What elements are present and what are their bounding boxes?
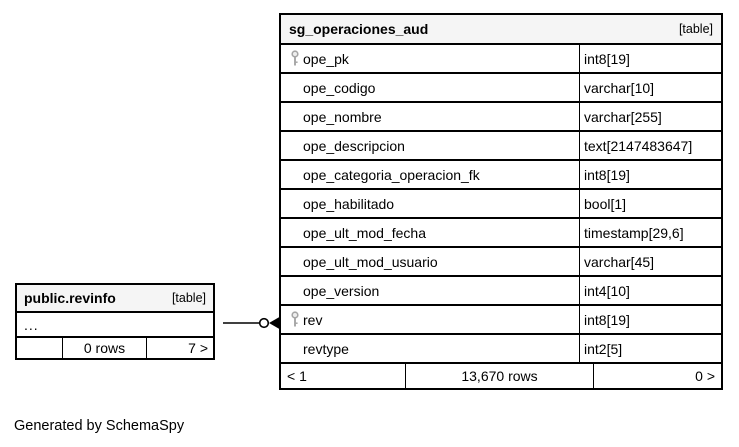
column-type: text[2147483647] [584,137,693,154]
column-name-cell: ope_pk [281,45,580,72]
column-name-cell: ope_nombre [281,103,580,130]
table-footer: < 1 13,670 rows 0 > [281,364,721,388]
column-row: ope_pk int8[19] [281,45,721,74]
key-slot [281,50,303,67]
column-name-cell: ope_version [281,277,580,304]
column-row: ope_ult_mod_usuario varchar[45] [281,248,721,277]
column-row: revtype int2[5] [281,335,721,364]
column-type: int4[10] [584,282,630,299]
ellipsis-label: ... [24,316,39,333]
column-name-cell: ope_codigo [281,74,580,101]
column-name: ope_nombre [303,108,382,125]
column-row: ope_habilitado bool[1] [281,190,721,219]
footer-row-count: 13,670 rows [406,364,594,388]
column-type: varchar[255] [584,108,662,125]
column-row: rev int8[19] [281,306,721,335]
column-name-cell: ope_habilitado [281,190,580,217]
column-name: ope_ult_mod_fecha [303,224,426,241]
table-header[interactable]: public.revinfo [table] [17,285,213,313]
column-type: varchar[45] [584,253,655,270]
column-type: varchar[10] [584,79,655,96]
fk-connector [223,317,279,329]
collapsed-columns-row: ... [17,313,213,338]
column-type: timestamp[29,6] [584,224,684,241]
column-row: ope_descripcion text[2147483647] [281,132,721,161]
generated-by-caption: Generated by SchemaSpy [14,418,185,434]
column-name: rev [303,311,323,328]
column-name: revtype [303,340,349,357]
column-name: ope_pk [303,50,349,67]
table-node-sg-operaciones-aud[interactable]: sg_operaciones_aud [table] ope_pk int8[1… [279,13,723,390]
column-name: ope_descripcion [303,137,405,154]
column-name: ope_version [303,282,380,299]
table-type-badge: [table] [678,22,713,36]
footer-parents-count: 0 > [695,368,715,384]
footer-row-count: 0 rows [63,338,147,358]
column-row: ope_nombre varchar[255] [281,103,721,132]
table-footer: 0 rows 7 > [17,338,213,358]
table-type-badge: [table] [171,291,206,305]
footer-children-count [17,338,63,358]
column-row: ope_version int4[10] [281,277,721,306]
column-name-cell: ope_descripcion [281,132,580,159]
column-type: int8[19] [584,166,630,183]
table-header[interactable]: sg_operaciones_aud [table] [281,15,721,45]
column-name: ope_habilitado [303,195,395,212]
column-name: ope_codigo [303,79,376,96]
column-type: int8[19] [584,311,630,328]
primary-key-icon [291,311,299,327]
column-name: ope_categoria_operacion_fk [303,166,480,183]
column-name-cell: ope_ult_mod_usuario [281,248,580,275]
table-title: sg_operaciones_aud [289,21,429,37]
column-row: ope_ult_mod_fecha timestamp[29,6] [281,219,721,248]
column-name-cell: rev [281,306,580,333]
footer-children-count: < 1 [281,364,406,388]
column-name-cell: ope_ult_mod_fecha [281,219,580,246]
key-slot [281,311,303,328]
column-type: int8[19] [584,50,630,67]
column-name-cell: revtype [281,335,580,362]
column-type: bool[1] [584,195,627,212]
arrowhead-icon [269,317,279,329]
column-name-cell: ope_categoria_operacion_fk [281,161,580,188]
column-row: ope_categoria_operacion_fk int8[19] [281,161,721,190]
table-node-public-revinfo[interactable]: public.revinfo [table] ... 0 rows 7 > [15,283,215,360]
column-type: int2[5] [584,340,623,357]
footer-parents-count: 7 > [188,340,208,356]
table-title: public.revinfo [24,290,116,306]
open-dot-icon [258,317,270,329]
primary-key-icon [291,50,299,66]
column-name: ope_ult_mod_usuario [303,253,438,270]
column-row: ope_codigo varchar[10] [281,74,721,103]
